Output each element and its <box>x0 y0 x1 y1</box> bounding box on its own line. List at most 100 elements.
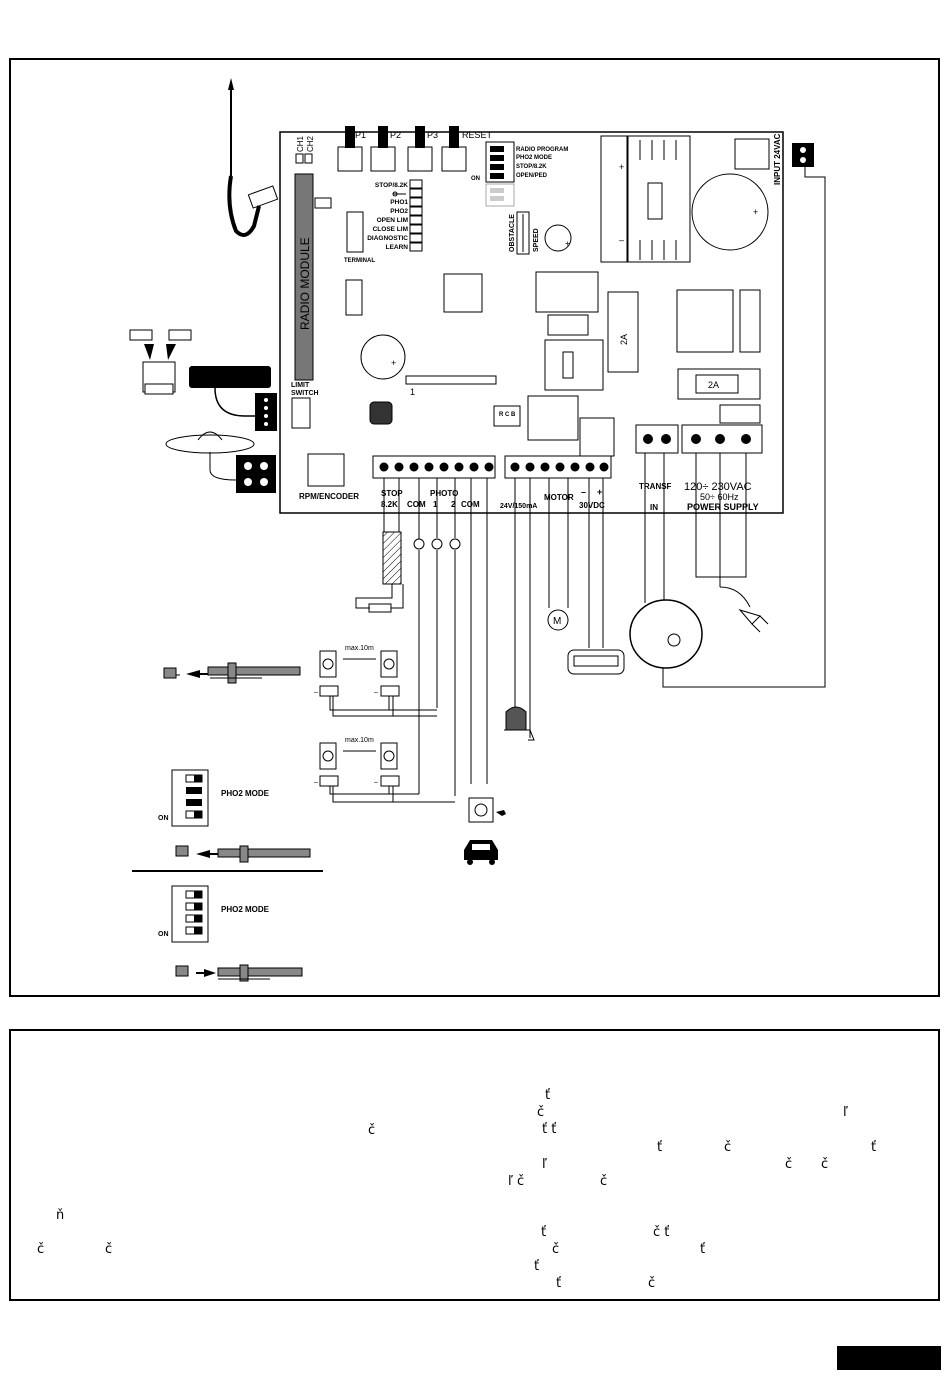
key-selector <box>468 797 506 823</box>
glyph: č <box>537 1105 545 1120</box>
pho2-mode-panel-2: PHO2 MODE ON <box>158 885 270 943</box>
input-24vac: INPUT 24VAC <box>773 133 814 185</box>
glyph: č <box>105 1242 113 1257</box>
limit-switch-connector <box>291 397 311 429</box>
wiring <box>355 167 826 796</box>
pho2-mode-panel-1: PHO2 MODE ON <box>158 769 270 827</box>
motor-icon <box>547 609 569 631</box>
in-label: IN <box>650 503 658 512</box>
motor-relays: 2A <box>535 271 639 391</box>
p3-label: P3 <box>427 130 438 140</box>
ic-chip-1 <box>345 279 363 316</box>
mode-panel-1-on: ON <box>158 815 169 822</box>
glyph: ť <box>534 1259 540 1274</box>
motor-label: MOTOR <box>544 493 574 502</box>
terminal-chip: TERMINAL <box>344 211 375 264</box>
glyph: ť <box>556 1276 562 1291</box>
photocell-distance-top: max.10m <box>345 645 374 652</box>
svg-text:+: + <box>619 162 624 172</box>
mains-plug <box>738 609 769 633</box>
mode-panel-1-label: PHO2 MODE <box>221 789 270 798</box>
svg-text:+: + <box>753 207 758 217</box>
glyph: ť <box>541 1225 547 1240</box>
glyph: ľ <box>542 1157 547 1172</box>
glyph: č ť <box>653 1225 670 1240</box>
p1-label: P1 <box>355 130 366 140</box>
ac-voltage-label: 120÷ 230VAC <box>684 481 752 493</box>
ch2-label: CH2 <box>306 135 315 152</box>
encoder-disc <box>165 431 276 493</box>
gate-arrow-mid <box>175 845 311 863</box>
photo-label: PHOTO <box>430 489 458 498</box>
glyph: ť <box>871 1140 877 1155</box>
glyph: ľ č <box>508 1174 525 1189</box>
heatsink: + – <box>600 135 691 263</box>
glyph: ť <box>545 1088 551 1103</box>
v30-label: 30VDC <box>579 501 605 510</box>
page-tab <box>837 1346 941 1370</box>
led-stop: STOP/8.2K <box>375 182 408 189</box>
pin1-label: 1 <box>410 387 415 397</box>
glyph: č <box>785 1157 793 1172</box>
ch-jumpers: CH1 CH2 <box>295 135 315 164</box>
terminal-label: TERMINAL <box>344 258 375 264</box>
glyph: ľ <box>843 1105 848 1120</box>
gate-arrow-bottom <box>175 964 303 982</box>
led-learn: LEARN <box>386 244 409 251</box>
svg-text:–: – <box>374 689 378 696</box>
glyph: č <box>724 1140 732 1155</box>
stop-label: STOP <box>381 489 403 498</box>
svg-text:+: + <box>565 239 570 248</box>
led-close-lim: CLOSE LIM <box>373 226 408 233</box>
input24-label: INPUT 24VAC <box>773 133 782 185</box>
encoder-connector <box>567 649 625 675</box>
terminal-strip-motor <box>504 455 612 479</box>
ic-chip-2 <box>443 273 483 313</box>
glyph: č <box>821 1157 829 1172</box>
control-board <box>279 131 784 514</box>
push-buttons: P1 P2 P3 RESET <box>337 126 493 172</box>
mode-panel-2-label: PHO2 MODE <box>221 905 270 914</box>
buzzer <box>360 334 406 380</box>
dip-on-label: ON <box>471 176 480 182</box>
rcb-label: R C B <box>499 412 516 418</box>
header-strip <box>405 375 497 385</box>
fuse1-label: 2A <box>619 334 629 345</box>
photo2-label: 2 <box>451 500 456 509</box>
reset-label: RESET <box>462 130 493 140</box>
toroidal-transformer <box>629 599 703 669</box>
p2-label: P2 <box>390 130 401 140</box>
terminal-strip-power <box>635 424 763 454</box>
dip-switch: RADIO PROGRAM PHO2 MODE STOP/8.2K OPEN/P… <box>471 141 568 207</box>
glyph: ť <box>700 1242 706 1257</box>
mode-panel-2-on: ON <box>158 931 169 938</box>
limit-switch-accessory <box>129 329 277 431</box>
minus-label: – <box>581 487 586 497</box>
motor-relay <box>579 417 615 457</box>
gate-arrow-top <box>163 662 301 684</box>
power-supply-label: POWER SUPPLY <box>687 502 759 512</box>
led-diagnostic: DIAGNOSTIC <box>367 235 408 242</box>
lamp-relay <box>527 395 579 441</box>
transf-label: TRANSF <box>639 482 672 491</box>
svg-text:M: M <box>553 616 561 627</box>
glyph: č <box>648 1276 656 1291</box>
rpm-encoder-label: RPM/ENCODER <box>299 492 359 501</box>
radio-module-label: RADIO MODULE <box>298 237 312 330</box>
capacitor: + <box>691 138 770 251</box>
fuse2-label: 2A <box>708 380 719 390</box>
com-label: COM <box>407 500 426 509</box>
inductor <box>369 401 393 425</box>
photo1-label: 1 <box>433 500 438 509</box>
dip-label-open-ped: OPEN/PED <box>516 173 548 179</box>
dip-label-radio-program: RADIO PROGRAM <box>516 147 568 153</box>
trimmers: OBSTACLE SPEED + <box>509 211 572 255</box>
led-pho1: PHO1 <box>390 199 408 206</box>
glyph: č <box>37 1242 45 1257</box>
obstacle-label: OBSTACLE <box>509 214 516 252</box>
glyph: ť <box>657 1140 663 1155</box>
plus-label: + <box>597 487 602 497</box>
switch-label: SWITCH <box>291 390 319 397</box>
svg-text:–: – <box>314 689 318 696</box>
lamp-label: 24V/150mA <box>500 503 537 510</box>
